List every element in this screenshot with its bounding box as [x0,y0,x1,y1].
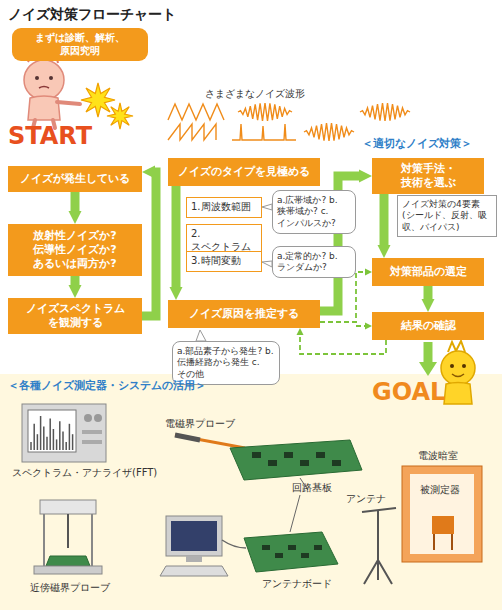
spectrum-analyzer [22,404,106,462]
goal-arrowhead [419,362,437,376]
antenna-and-chamber [362,466,482,584]
section-heading: ＜適切なノイズ対策＞ [362,137,472,150]
node-text: 対策部品の選定 [376,265,480,279]
process-box: 結果の確認 [372,312,484,340]
goal-arrow [424,342,433,362]
process-box: ノイズが発生している [8,166,142,192]
noise-waveforms [168,103,410,141]
node-text: ノイズが発生している [12,172,138,186]
feedback-arrow [320,272,365,322]
waveform-caption: さまざまなノイズ波形 [205,88,305,100]
part-name: アンテナボード [262,578,332,590]
feedback-arrow [320,322,365,326]
part-name: 近傍磁界プローブ [30,582,110,594]
node-text: 1.周波数範囲 [191,201,257,214]
node-text: a.広帯域か? b.狭帯域か? c.インパルスか? [277,195,351,229]
node-text: ノイズスペクトラム を観測する [12,302,138,330]
node-text: 2.スペクトラム [191,228,257,253]
part-name: アンテナ [346,493,386,505]
part-name: スペクトラム・アナライザ(FFT) [12,467,157,479]
em-probe-and-board [175,435,362,490]
node-text: 3.時間変動 [191,255,257,268]
flow-arrow [71,276,80,285]
callout-tail [262,261,272,267]
flow-arrow [380,194,389,245]
process-box: 対策部品の選定 [372,258,484,286]
part-name: 電磁界プローブ [165,418,235,430]
part-name: 電波暗室 [418,450,458,462]
node-text: 結果の確認 [376,319,480,333]
process-box: ノイズスペクトラム を観測する [8,298,142,334]
note-box: ノイズ対策の4要素 (シールド、反射、吸収、バイパス) [397,195,497,237]
goal-label: GOAL [372,378,445,407]
part-name: 被測定器 [420,484,460,496]
tool-panel [0,374,502,610]
flow-arrow [71,192,80,211]
check-item: 3.時間変動 [186,251,262,272]
section-heading: ＜各種ノイズ測定器・システムの活用＞ [8,379,206,392]
callout-tail [262,204,272,210]
node-text: 対策手法・技術を選ぶ [376,162,480,190]
flow-arrow [172,186,181,287]
computer-and-antenna-board [160,495,338,576]
chart-title: ノイズ対策フローチャート [8,6,176,23]
node-text: ノイズ対策の4要素 (シールド、反射、吸収、バイパス) [402,199,492,233]
callout-bubble: a.部品素子から発生? b.伝播経路から発生 c.その他 [172,341,280,385]
start-character [24,50,80,128]
process-box: 放射性ノイズか? 伝導性ノイズか? あるいは両方か? [8,224,142,276]
check-item: 1.周波数範囲 [186,197,262,218]
callout-bubble: a.広帯域か? b.狭帯域か? c.インパルスか? [272,190,356,234]
callout-bubble: a.定常的か? b.ランダムか? [272,246,356,278]
flow-arrow [142,172,156,316]
process-box: ノイズのタイプを見極める [168,158,320,186]
node-text: a.定常的か? b.ランダムか? [277,251,351,274]
node-text: ノイズのタイプを見極める [172,165,316,179]
node-text: ノイズ原因を推定する [172,307,316,321]
callout-tail [196,330,206,341]
part-name: 回路基板 [292,482,332,494]
flow-arrow [424,286,433,299]
node-text: a.部品素子から発生? b.伝播経路から発生 c.その他 [177,346,275,380]
node-text: まずは診断、解析、原因究明 [18,32,142,57]
start-label: START [8,122,92,151]
node-text: 放射性ノイズか? 伝導性ノイズか? あるいは両方か? [12,229,138,270]
process-box: 対策手法・技術を選ぶ [372,158,484,194]
near-field-probe-system [34,500,102,574]
process-box: ノイズ原因を推定する [168,300,320,328]
start-banner: まずは診断、解析、原因究明 [12,28,148,61]
goal-character [441,341,475,404]
